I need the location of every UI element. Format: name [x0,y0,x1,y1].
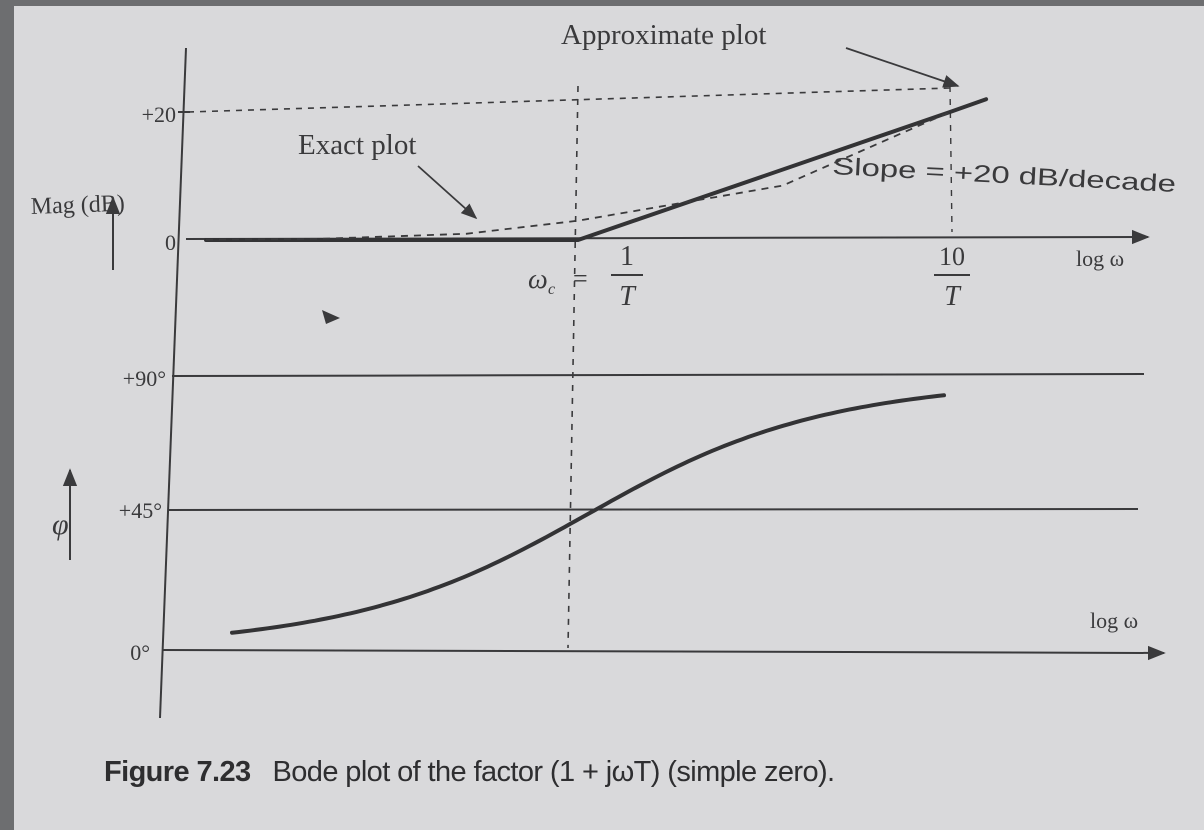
stray-mark [322,310,340,324]
y-tick-label-plus45: +45° [119,498,162,523]
corner-frequency-line [567,85,579,649]
figure-page [14,6,1204,830]
phase-panel: +90° +45° 0° φ log ω [52,366,1166,665]
ref-line-plus20 [187,87,951,113]
y-tick-label-plus20: +20 [142,102,176,127]
ref-line-plus45 [167,508,1139,511]
ten-over-t-numerator: 10 [939,242,965,271]
exact-plot-pointer [417,165,478,220]
omega-c-numerator: 1 [620,241,634,272]
ten-over-t-tick-label: 10 T [934,242,970,312]
approximate-plot-line [204,97,989,242]
approx-plot-pointer [845,47,960,88]
y-axis [159,47,187,719]
exact-plot-line [205,111,951,241]
omega-c-denominator: T [619,281,637,312]
exact-plot-label: Exact plot [298,129,416,161]
phase-curve [230,393,946,635]
omega-c-symbol: ω [528,264,548,295]
omega-c-subscript: c [548,281,555,298]
mag-ylabel: Mag (dB) [30,191,125,270]
approx-plot-label: Approximate plot [561,19,766,51]
slope-label: Slope = +20 dB/decade [832,153,1177,198]
mag-ylabel-text: Mag (dB) [30,191,125,220]
ten-over-t-guide [949,85,953,233]
y-tick-label-plus90: +90° [123,366,166,391]
phase-ylabel: φ [52,468,78,560]
y-tick-label-0deg: 0° [130,640,150,665]
mag-xlabel: log ω [1076,246,1124,271]
figure-number: Figure 7.23 [104,756,251,788]
phase-ylabel-text: φ [52,508,69,541]
ref-line-plus90 [171,373,1145,377]
figure-caption: Figure 7.23 Bode plot of the factor (1 + … [104,756,835,789]
phase-x-axis [161,645,1166,661]
corner-frequency-tick-label: ω c = 1 T [528,241,643,312]
y-tick-label-0: 0 [165,230,176,255]
figure-caption-text: Bode plot of the factor (1 + jωT) (simpl… [272,756,836,788]
ten-over-t-denominator: T [944,281,962,312]
phase-xlabel: log ω [1090,608,1138,633]
omega-c-equals: = [573,264,588,293]
magnitude-panel: +20 0 Mag (dB) log ω Approximate plot Ex… [30,19,1177,649]
